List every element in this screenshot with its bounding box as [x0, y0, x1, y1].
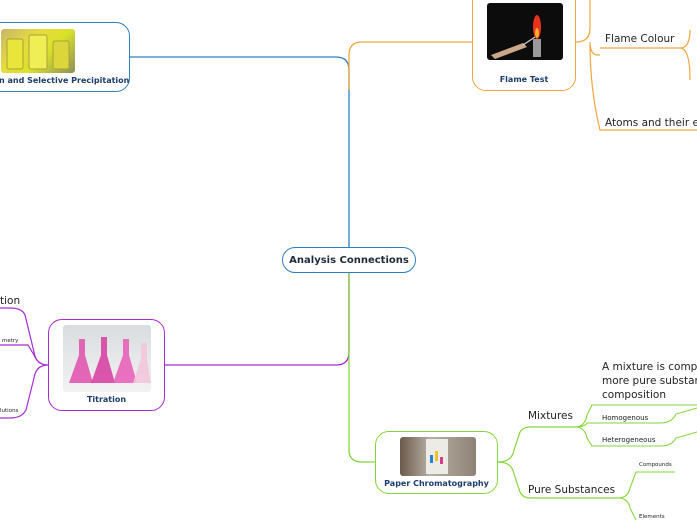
pure-substances-label[interactable]: Pure Substances	[528, 484, 616, 496]
topic-chromatography[interactable]: Paper Chromatography	[375, 431, 498, 494]
link-center-to-titration	[165, 273, 350, 366]
mixtures-label[interactable]: Mixtures	[528, 410, 573, 422]
mixture-definition-line-1: A mixture is compos	[602, 361, 697, 373]
link-center-to-chromatography	[348, 273, 375, 463]
central-topic-label: Analysis Connections	[289, 254, 409, 266]
chromatography-paper-photo	[400, 437, 476, 476]
topic-precipitation-title: n and Selective Precipitation	[0, 76, 130, 85]
titration-solutions-label[interactable]: lutions	[0, 408, 19, 414]
link-flame-fan	[575, 0, 697, 131]
topic-titration-title: Titration	[86, 395, 127, 404]
pink-titration-flasks-photo	[63, 325, 151, 392]
atoms-excitation-label[interactable]: Atoms and their exc	[605, 117, 697, 129]
topic-chromatography-title: Paper Chromatography	[384, 479, 489, 488]
bunsen-burner-flame-photo	[487, 3, 563, 60]
link-center-to-flame	[348, 41, 472, 90]
flame-colour-label[interactable]: Flame Colour	[605, 33, 675, 45]
heterogeneous-label[interactable]: Heterogeneous	[602, 436, 656, 444]
mixture-definition-line-2: more pure substanc	[602, 375, 697, 387]
titration-metry-label[interactable]: metry	[2, 338, 19, 344]
topic-flame-test-title: Flame Test	[499, 75, 549, 84]
link-flame-colour	[600, 29, 691, 81]
topic-precipitation[interactable]: n and Selective Precipitation	[0, 22, 130, 92]
central-topic[interactable]: Analysis Connections	[282, 247, 416, 273]
link-pure-fan	[617, 471, 675, 520]
homogenous-label[interactable]: Homogenous	[602, 414, 649, 422]
elements-label[interactable]: Elements	[639, 514, 665, 520]
link-chroma-fan	[497, 426, 618, 499]
topic-titration[interactable]: Titration	[48, 319, 165, 411]
titration-subtopic-label[interactable]: tion	[0, 295, 21, 307]
yellow-precipitate-beakers-photo	[1, 29, 75, 73]
mixture-definition-line-3: composition	[602, 389, 667, 401]
topic-flame-test[interactable]: Flame Test	[472, 0, 576, 91]
link-center-to-precip	[128, 56, 350, 247]
link-titration-fan	[0, 307, 49, 419]
link-mixtures-fan	[574, 404, 697, 447]
compounds-label[interactable]: Compounds	[639, 462, 672, 468]
